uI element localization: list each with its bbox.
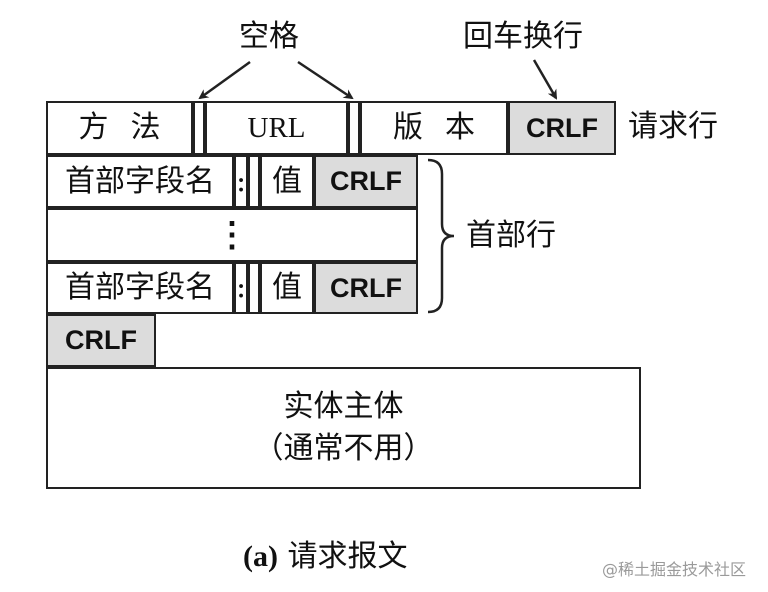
header-value-2: 值	[260, 262, 314, 314]
request-line-label: 请求行	[628, 109, 718, 144]
header-ellipsis-row: ⋮	[46, 208, 418, 262]
crlf-annotation-arrow	[532, 59, 558, 100]
header-space-1	[248, 155, 260, 208]
header-field-name-2: 首部字段名	[46, 262, 234, 314]
space-separator-1	[193, 101, 205, 155]
method-label: 方法	[78, 110, 183, 145]
header-value-1: 值	[260, 155, 314, 208]
method-field: 方法	[46, 101, 193, 155]
header-field-name-1: 首部字段名	[46, 155, 234, 208]
header-colon-1: :	[234, 155, 248, 208]
version-label: 版本	[393, 110, 497, 145]
url-label: URL	[247, 111, 306, 144]
vertical-ellipsis: ⋮	[215, 215, 249, 255]
header-colon-2: :	[234, 262, 248, 314]
space-arrow-left	[198, 60, 251, 100]
header-lines-label: 首部行	[466, 218, 556, 253]
entity-body-note: （通常不用）	[253, 431, 434, 466]
crlf-newline-annotation: 回车换行	[463, 19, 583, 54]
caption-prefix: (a)	[243, 540, 278, 573]
request-line-crlf-label: CRLF	[526, 112, 598, 143]
blank-line-crlf: CRLF	[46, 314, 156, 367]
header-field-name-2-label: 首部字段名	[65, 270, 215, 305]
header-crlf-2-label: CRLF	[330, 272, 402, 303]
space-annotation: 空格	[239, 19, 299, 54]
entity-body: 实体主体 （通常不用）	[46, 367, 641, 489]
space-arrow-right	[297, 60, 354, 100]
figure-caption: (a) 请求报文	[243, 542, 408, 572]
header-colon-1-label: :	[235, 163, 247, 199]
header-value-1-label: 值	[272, 163, 302, 199]
blank-line-crlf-label: CRLF	[65, 325, 137, 355]
entity-body-title: 实体主体	[283, 389, 404, 424]
url-field: URL	[205, 101, 348, 155]
watermark-text: @稀土掘金技术社区	[602, 560, 747, 579]
header-lines-brace	[427, 158, 455, 314]
header-colon-2-label: :	[235, 270, 247, 305]
header-crlf-2: CRLF	[314, 262, 418, 314]
version-field: 版本	[360, 101, 508, 155]
header-crlf-1: CRLF	[314, 155, 418, 208]
header-field-name-1-label: 首部字段名	[65, 163, 215, 199]
caption-text: 请求报文	[287, 539, 408, 574]
header-space-2	[248, 262, 260, 314]
header-value-2-label: 值	[272, 270, 302, 305]
header-crlf-1-label: CRLF	[330, 166, 402, 196]
request-line-crlf: CRLF	[508, 101, 616, 155]
space-separator-2	[348, 101, 360, 155]
